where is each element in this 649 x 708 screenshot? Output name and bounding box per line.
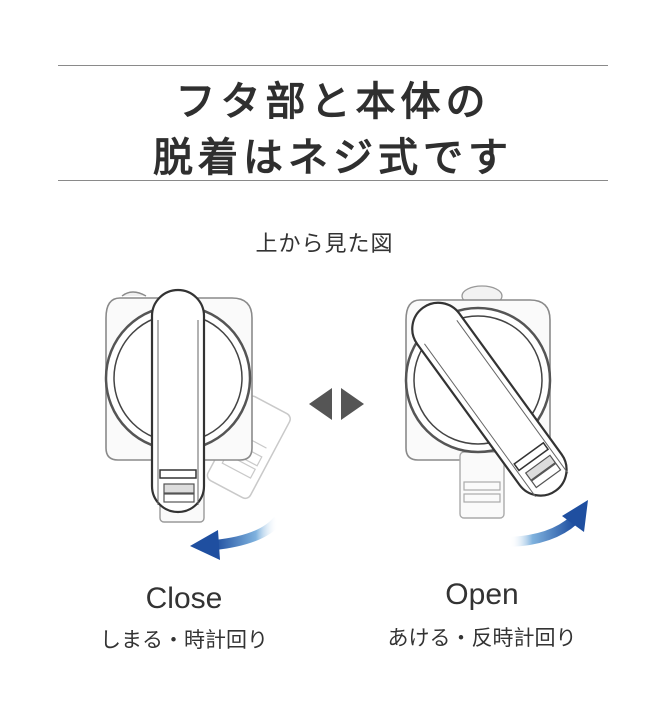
open-sublabel: あける・反時計回り — [387, 626, 577, 650]
open-label: Open — [445, 578, 519, 611]
title-line-1: フタ部と本体の — [175, 79, 491, 125]
bottom-divider — [58, 180, 608, 181]
page-title: フタ部と本体の 脱着はネジ式です — [58, 74, 608, 186]
title-line-2: 脱着はネジ式です — [153, 135, 513, 181]
view-caption: 上から見た図 — [255, 232, 394, 257]
kettle-open — [404, 285, 569, 519]
open-arrow-icon — [509, 500, 588, 547]
kettle-close — [104, 288, 291, 523]
close-sublabel: しまる・時計回り — [100, 628, 268, 652]
lid-handle-close — [150, 288, 206, 514]
close-label: Close — [145, 582, 223, 615]
lid-handle-open — [411, 301, 569, 497]
close-arrow-icon — [190, 516, 282, 560]
left-right-triangles-icon — [309, 388, 364, 420]
top-divider — [58, 65, 608, 66]
